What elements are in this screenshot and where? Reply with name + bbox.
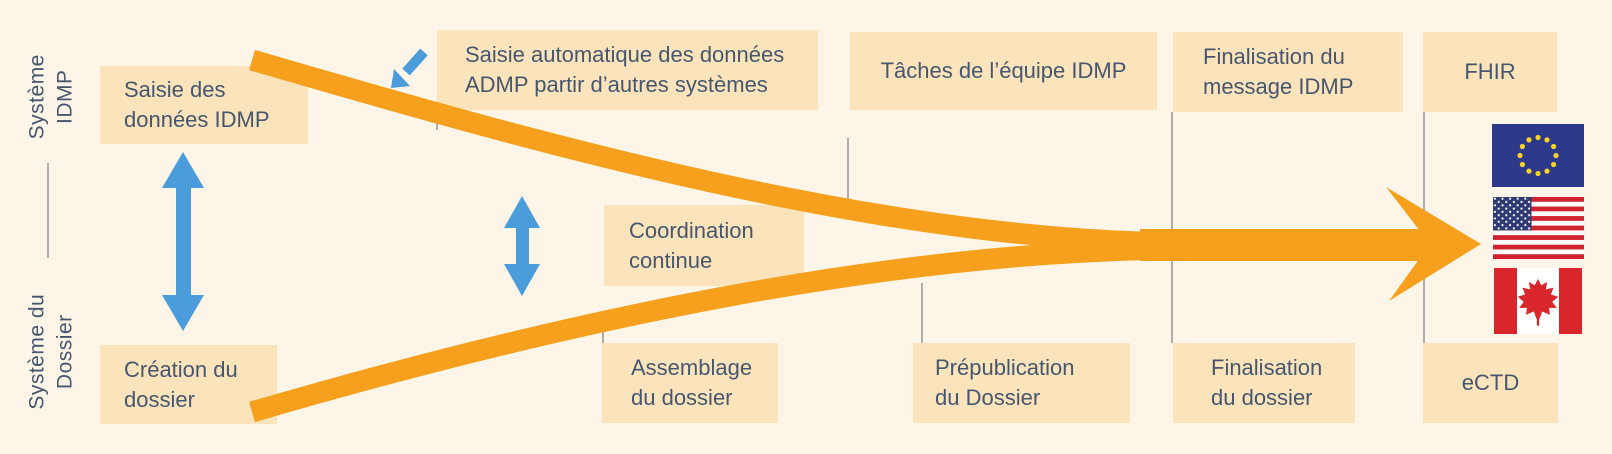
box-saisie-automatique: Saisie automatique des données ADMP part…	[437, 30, 818, 110]
box-taches-equipe-idmp: Tâches de l’équipe IDMP	[850, 32, 1157, 110]
canada-flag-left-bar	[1494, 268, 1517, 334]
section-divider-lines	[47, 108, 1425, 343]
flow-arrow-shaft	[1140, 229, 1434, 261]
box-creation-dossier: Création du dossier	[100, 345, 277, 424]
box-prepublication-dossier: Prépublication du Dossier	[913, 343, 1130, 423]
box-finalisation-dossier: Finalisation du dossier	[1173, 343, 1355, 423]
canada-flag-right-bar	[1559, 268, 1582, 334]
double-headed-arrow	[504, 196, 540, 296]
box-ectd: eCTD	[1423, 343, 1558, 423]
us-flag	[1493, 197, 1584, 259]
box-assemblage-dossier: Assemblage du dossier	[602, 343, 778, 423]
arrow-head-down	[162, 295, 204, 331]
box-fhir: FHIR	[1423, 32, 1557, 112]
arrow-head-down	[504, 264, 540, 296]
flow-arrow-head	[1386, 187, 1481, 301]
arrow-head-up	[504, 196, 540, 228]
box-saisie-donnees-idmp: Saisie des données IDMP	[100, 66, 308, 144]
box-finalisation-message-idmp: Finalisation du message IDMP	[1173, 32, 1403, 112]
eu-flag-field	[1492, 124, 1584, 187]
canada-flag	[1494, 268, 1582, 334]
us-flag-stripes	[1493, 197, 1584, 259]
us-flag-stars	[1493, 197, 1532, 231]
arrow-head-up	[162, 152, 204, 188]
double-headed-arrow	[162, 152, 204, 331]
arrow-shaft	[176, 184, 191, 299]
arrow-shaft	[516, 224, 529, 268]
maple-leaf-icon	[1517, 278, 1559, 326]
arrow-head	[391, 69, 410, 88]
down-left-arrow	[391, 48, 428, 88]
arrow-shaft	[402, 48, 428, 76]
eu-flag	[1492, 124, 1584, 187]
flow-arrow-top-band	[249, 49, 1206, 254]
box-coordination-continue: Coordination continue	[604, 205, 804, 286]
eu-flag-stars	[1517, 134, 1559, 177]
converging-flow-arrow	[249, 49, 1481, 423]
flow-arrow-bottom-band	[249, 238, 1206, 423]
